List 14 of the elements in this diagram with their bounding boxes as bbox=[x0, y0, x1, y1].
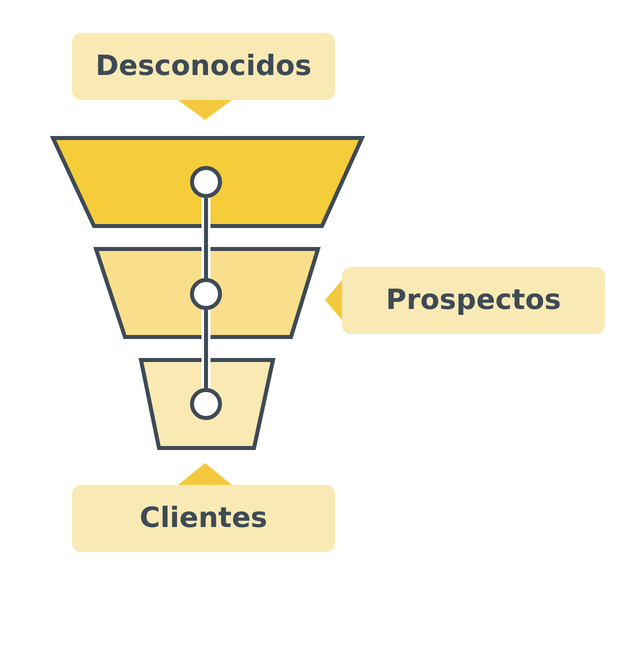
connector-line bbox=[204, 310, 208, 388]
callout-box bbox=[72, 485, 335, 552]
step-circle bbox=[190, 278, 222, 310]
funnel-band bbox=[139, 358, 275, 450]
stage-label: Desconocidos bbox=[95, 50, 312, 83]
callout-box bbox=[72, 33, 335, 100]
funnel-band bbox=[51, 136, 364, 228]
stage-label: Prospectos bbox=[386, 284, 562, 317]
step-circle bbox=[190, 166, 222, 198]
stage-label: Clientes bbox=[140, 502, 268, 535]
step-circle bbox=[190, 388, 222, 420]
funnel-band bbox=[94, 247, 320, 339]
callout-box bbox=[342, 267, 605, 334]
connector-line bbox=[204, 198, 208, 278]
